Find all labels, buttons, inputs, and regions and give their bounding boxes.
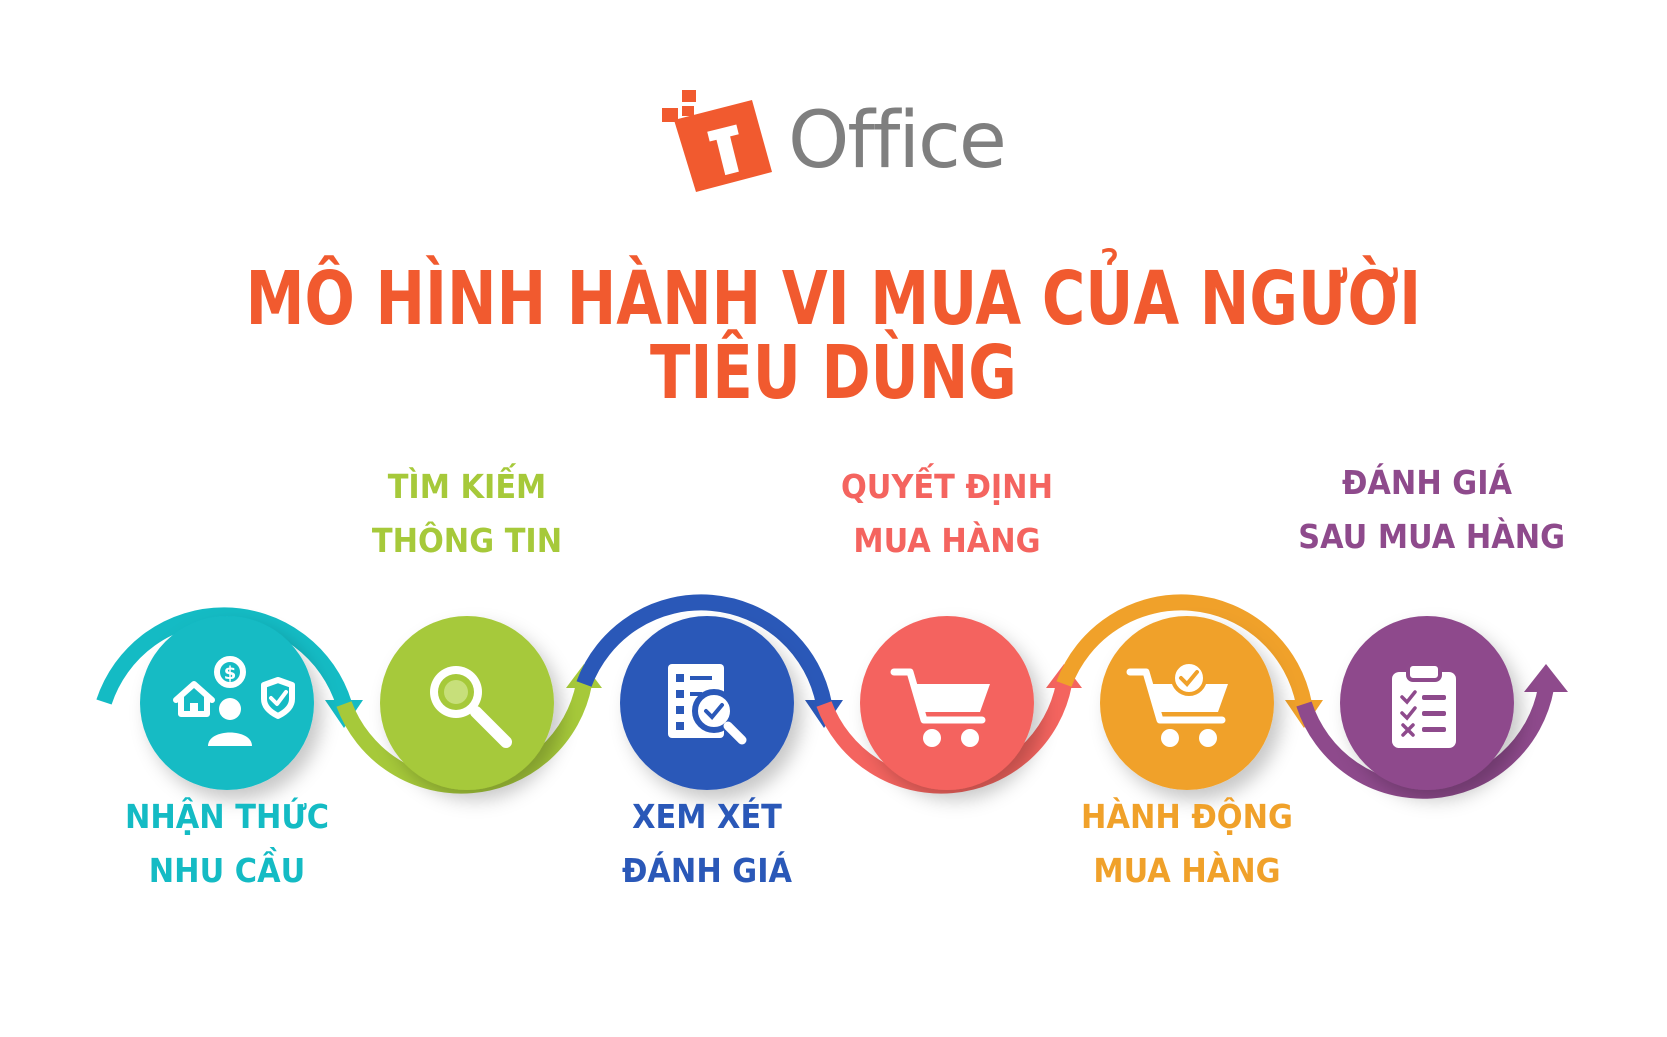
step-label-1-line1: NHẬN THỨC: [124, 797, 330, 836]
arrow-step-6: [1524, 664, 1568, 692]
step-label-3: XEM XÉT ĐÁNH GIÁ: [597, 790, 818, 898]
step-label-3-line2: ĐÁNH GIÁ: [621, 851, 793, 890]
step-label-1: NHẬN THỨC NHU CẦU: [117, 790, 338, 898]
brand-logo: Office: [660, 88, 1020, 206]
step-label-4-line1: QUYẾT ĐỊNH: [840, 467, 1054, 506]
arc-step-3: [576, 594, 832, 706]
step-label-5-line1: HÀNH ĐỘNG: [1081, 797, 1293, 836]
page-title: MÔ HÌNH HÀNH VI MUA CỦA NGƯỜI TIÊU DÙNG: [245, 256, 1422, 416]
step-label-5-line2: MUA HÀNG: [1093, 851, 1281, 890]
arc-step-5: [1056, 594, 1312, 706]
house-dollar-person-shield-icon: $: [173, 656, 295, 746]
step-label-2-line2: THÔNG TIN: [371, 521, 563, 560]
step-label-5: HÀNH ĐỘNG MUA HÀNG: [1077, 790, 1298, 898]
step-label-3-line1: XEM XÉT: [632, 797, 782, 836]
magnifier-icon: [430, 666, 512, 748]
svg-text:$: $: [224, 663, 237, 684]
clipboard-checklist-icon: [1392, 662, 1456, 748]
step-label-6-line2: SAU MUA HÀNG: [1298, 517, 1566, 556]
cart-check-icon: [1126, 660, 1228, 747]
shopping-cart-icon: [890, 668, 990, 747]
logo-text: Office: [788, 96, 1007, 186]
step-label-4: QUYẾT ĐỊNH MUA HÀNG: [837, 460, 1058, 568]
step-label-6-line1: ĐÁNH GIÁ: [1341, 463, 1513, 502]
step-label-6: ĐÁNH GIÁ SAU MUA HÀNG: [1298, 456, 1566, 564]
logo-mark-icon: [662, 90, 772, 192]
step-label-4-line2: MUA HÀNG: [853, 521, 1041, 560]
step-label-2: TÌM KIẾM THÔNG TIN: [357, 460, 578, 568]
checklist-search-icon: [668, 664, 747, 745]
step-label-1-line2: NHU CẦU: [148, 851, 306, 890]
arc-step-1: [96, 607, 352, 707]
arc-step-6: [1296, 686, 1554, 799]
step-label-2-line1: TÌM KIẾM: [387, 467, 547, 506]
